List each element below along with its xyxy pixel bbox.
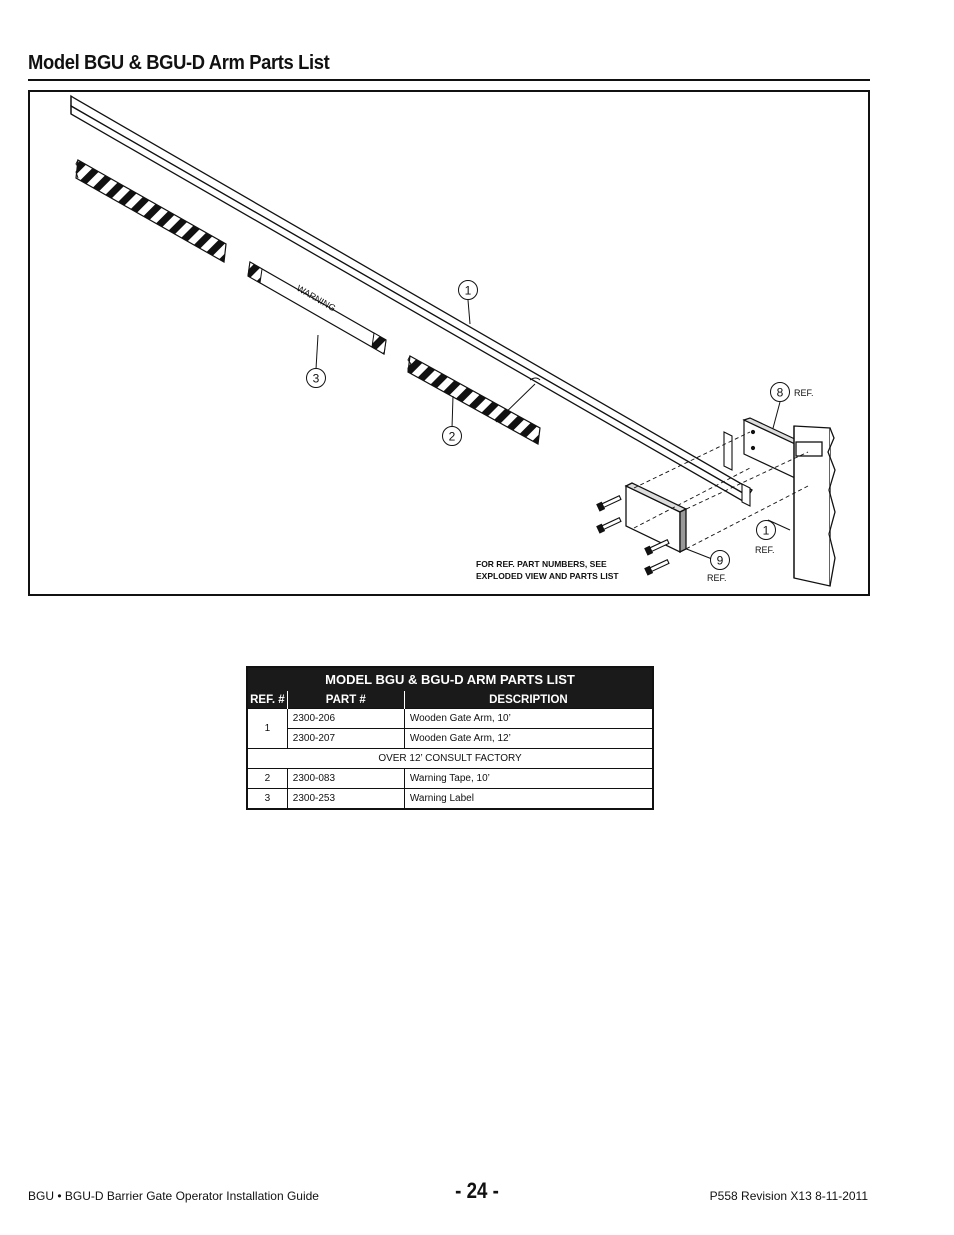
ref-cell: 3: [246, 788, 288, 810]
description-cell: Warning Label: [403, 788, 654, 810]
svg-text:1: 1: [763, 524, 770, 538]
parts-list-table: MODEL BGU & BGU-D ARM PARTS LIST REF. # …: [246, 666, 654, 810]
svg-text:REF.: REF.: [755, 545, 775, 555]
front-clamp-plate: [624, 482, 688, 554]
description-cell: Warning Tape, 10’: [403, 768, 654, 789]
part-cell: 2300-206: [286, 708, 405, 729]
bolts: [596, 495, 670, 576]
figure-note-line1: FOR REF. PART NUMBERS, SEE: [476, 559, 607, 569]
svg-text:REF.: REF.: [707, 573, 727, 583]
table-row: 2300-207 Wooden Gate Arm, 12’: [247, 728, 654, 749]
footer-revision: P558 Revision X13 8-11-2011: [709, 1189, 868, 1203]
footer-guide-title: BGU • BGU-D Barrier Gate Operator Instal…: [28, 1189, 319, 1203]
callout-8: 8 REF.: [770, 382, 814, 402]
svg-text:1: 1: [465, 284, 472, 298]
page-number: - 24 -: [455, 1178, 499, 1203]
table-title: MODEL BGU & BGU-D ARM PARTS LIST: [247, 667, 653, 691]
figure-note-line2: EXPLODED VIEW AND PARTS LIST: [476, 571, 619, 581]
svg-text:REF.: REF.: [794, 388, 814, 398]
svg-text:3: 3: [313, 372, 320, 386]
description-cell: Wooden Gate Arm, 10’: [403, 708, 654, 729]
warning-tape-segment-middle: [407, 355, 541, 445]
part-cell: 2300-253: [286, 788, 405, 810]
ref-cell: 2: [246, 768, 288, 789]
callout-2: 2: [442, 426, 462, 446]
mounting-post: [793, 425, 836, 587]
page-title: Model BGU & BGU-D Arm Parts List: [28, 52, 330, 74]
callout-1: 1: [458, 280, 478, 300]
warning-tape-segment-upper: [75, 159, 227, 263]
part-cell: 2300-083: [286, 768, 405, 789]
callout-3: 3: [306, 368, 326, 388]
part-cell: 2300-207: [286, 728, 405, 749]
description-cell: Wooden Gate Arm, 12’: [403, 728, 654, 749]
column-header-part: PART #: [286, 691, 405, 709]
table-row: 2 2300-083 Warning Tape, 10’: [246, 768, 654, 789]
table-row-note: OVER 12’ CONSULT FACTORY: [246, 748, 654, 769]
callout-1-ref: 1 REF.: [755, 520, 776, 555]
svg-text:8: 8: [777, 386, 784, 400]
exploded-view-figure: WARNING: [28, 90, 870, 596]
svg-text:2: 2: [449, 430, 456, 444]
callout-9: 9 REF.: [707, 550, 730, 583]
consult-factory-note: OVER 12’ CONSULT FACTORY: [246, 748, 654, 769]
arm-exploded-diagram: WARNING: [70, 94, 836, 587]
table-row: 1 2300-206 Wooden Gate Arm, 10’: [246, 708, 654, 749]
column-header-description: DESCRIPTION: [403, 691, 653, 709]
ref-cell: 1: [246, 708, 288, 749]
column-header-ref: REF. #: [247, 691, 288, 709]
wooden-gate-arm: [70, 94, 753, 506]
title-rule: [28, 79, 870, 81]
table-row: 3 2300-253 Warning Label: [246, 788, 654, 810]
svg-text:9: 9: [717, 554, 724, 568]
